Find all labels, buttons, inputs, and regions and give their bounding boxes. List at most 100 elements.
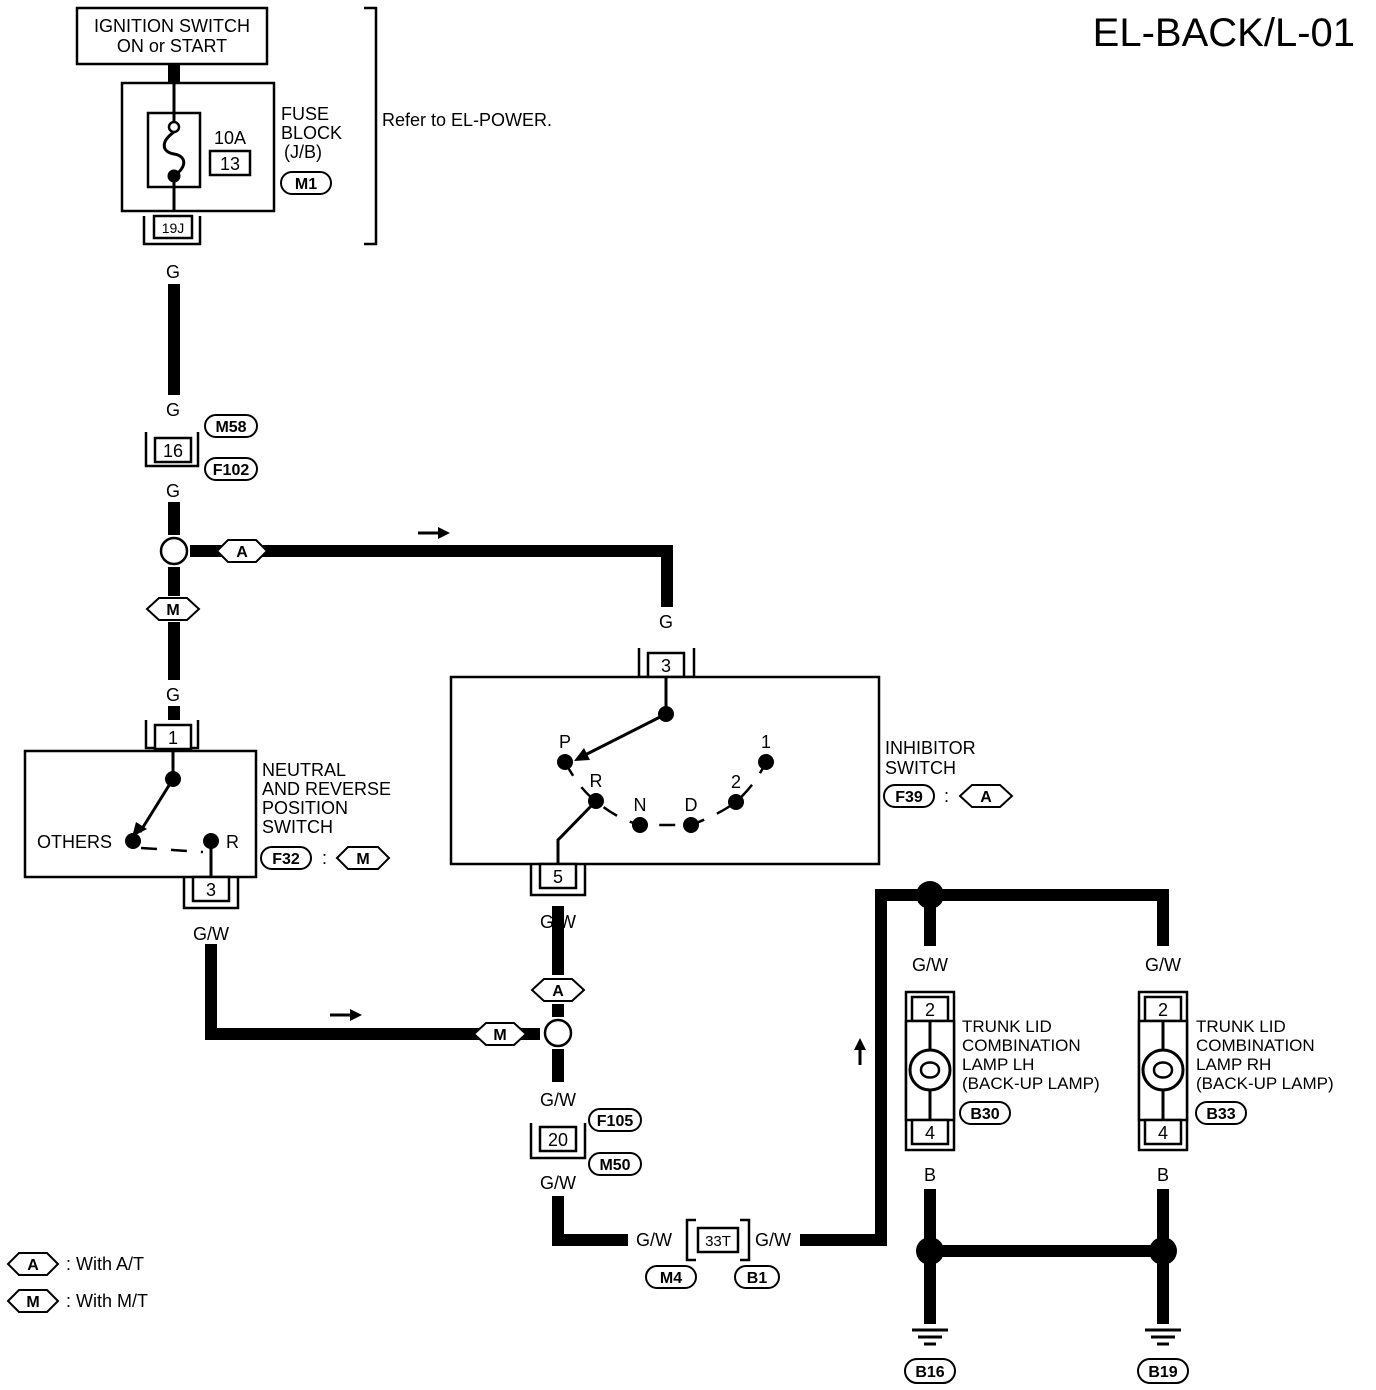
wire-color-gw-1: G/W (193, 924, 229, 944)
lamp-rh-pin-2: 2 (1158, 1000, 1168, 1020)
connector-id-f102: F102 (213, 462, 250, 479)
option-tag-a-upper: A (236, 544, 248, 561)
wire-color-gw-7: G/W (912, 955, 948, 975)
lamp-lh-connector-id: B30 (970, 1106, 999, 1123)
fuse-block-label-3: (J/B) (284, 142, 322, 162)
wire-color-b-2: B (1157, 1165, 1169, 1185)
inhibitor-pos-1: 1 (761, 732, 771, 752)
inhibitor-pos-r: R (590, 771, 603, 791)
lamp-lh (904, 990, 956, 1152)
splice-solid-top (916, 881, 944, 909)
wire-color-g-1: G (166, 262, 180, 282)
nrps-option-m: M (356, 851, 369, 868)
wire-color-b-4: B (1157, 1302, 1169, 1322)
lamp-rh (1137, 990, 1189, 1152)
inhibitor-pos-2: 2 (731, 772, 741, 792)
connector-20-terminal: 20 (548, 1130, 568, 1150)
legend-text-a: : With A/T (66, 1254, 144, 1274)
wire-color-gw-5: G/W (636, 1230, 672, 1250)
wire-color-g-2: G (166, 400, 180, 420)
wire-color-b-1: B (924, 1165, 936, 1185)
inhibitor-pos-p: P (559, 732, 571, 752)
bulb-icon (1141, 1048, 1185, 1092)
bulb-icon (908, 1048, 952, 1092)
splice-solid-ground-rh (1149, 1237, 1177, 1265)
inhibitor-switch: P R N D 2 1 (449, 675, 881, 868)
inhibitor-pos-d: D (685, 795, 698, 815)
connector-id-b1: B1 (747, 1270, 768, 1287)
legend: A : With A/T M : With M/T (6, 1252, 148, 1313)
legend-text-m: : With M/T (66, 1291, 148, 1311)
fuse-terminal-open (167, 120, 181, 134)
ignition-switch-label-1: IGNITION SWITCH (94, 16, 250, 36)
fuse-block-connector-id: M1 (295, 176, 317, 193)
page-title: EL-BACK/L-01 (1093, 11, 1355, 55)
lamp-rh-label-1: TRUNK LID (1196, 1017, 1286, 1036)
lamp-rh-label-4: (BACK-UP LAMP) (1196, 1074, 1334, 1093)
ignition-switch: IGNITION SWITCH ON or START (75, 6, 269, 66)
lamp-lh-pin-4: 4 (925, 1123, 935, 1143)
wire-color-gw-2: G/W (540, 912, 576, 932)
ignition-switch-label-2: ON or START (117, 36, 227, 56)
inhibitor-connector-id: F39 (895, 789, 923, 806)
ground-icon (1145, 1328, 1181, 1346)
wire-color-gw-8: G/W (1145, 955, 1181, 975)
lamp-lh-label-4: (BACK-UP LAMP) (962, 1074, 1100, 1093)
fuse-rating: 10A (214, 128, 246, 148)
inhibitor-label-2: SWITCH (885, 758, 956, 778)
legend-symbol-a: A (27, 1257, 39, 1274)
nrps-pos-others: OTHERS (37, 832, 112, 852)
ground-id-b16: B16 (915, 1364, 944, 1381)
inhibitor-option-a: A (980, 789, 992, 806)
nrps-colon: : (322, 848, 327, 868)
flow-arrow-icon (330, 1009, 362, 1021)
connector-16-terminal: 16 (163, 441, 183, 461)
nrps-label-1: NEUTRAL (262, 760, 346, 780)
nrps-label-4: SWITCH (262, 817, 333, 837)
nrps-pos-r: R (226, 832, 239, 852)
wire-color-g-4: G (166, 685, 180, 705)
wires (168, 64, 1169, 1324)
inhibitor-colon: : (944, 786, 949, 806)
fuse-terminal-19j: 19J (162, 220, 185, 236)
lamp-lh-label-3: LAMP LH (962, 1055, 1034, 1074)
nrps-connector-id: F32 (272, 851, 300, 868)
fuse-number: 13 (220, 154, 240, 174)
fuse-block: 10A 13 (120, 81, 276, 213)
inhibitor-terminal-5: 5 (553, 867, 563, 887)
splice-open-lower (543, 1018, 573, 1048)
lamp-rh-label-3: LAMP RH (1196, 1055, 1271, 1074)
ground-id-b19: B19 (1148, 1364, 1177, 1381)
lamp-lh-label-2: COMBINATION (962, 1036, 1081, 1055)
connector-id-m50: M50 (599, 1157, 630, 1174)
nrps-label-2: AND REVERSE (262, 779, 391, 799)
inhibitor-pos-n: N (634, 795, 647, 815)
wire-color-g-3: G (166, 481, 180, 501)
wire-color-g-5: G (659, 612, 673, 632)
ground-icon (912, 1328, 948, 1346)
option-tag-m-upper: M (166, 602, 179, 619)
inhibitor-label-1: INHIBITOR (885, 738, 976, 758)
nrps-label-3: POSITION (262, 798, 348, 818)
lamp-rh-connector-id: B33 (1206, 1106, 1235, 1123)
legend-symbol-m: M (26, 1294, 39, 1311)
wire-color-gw-3: G/W (540, 1090, 576, 1110)
nrps-terminal-3: 3 (206, 880, 216, 900)
connector-id-f105: F105 (597, 1113, 634, 1130)
nrps-terminal-1: 1 (168, 728, 178, 748)
wire-color-gw-6: G/W (755, 1230, 791, 1250)
wire-color-gw-4: G/W (540, 1173, 576, 1193)
option-tag-m-lower: M (493, 1027, 506, 1044)
lamp-lh-label-1: TRUNK LID (962, 1017, 1052, 1036)
refer-note: Refer to EL-POWER. (382, 110, 552, 130)
nrps-switch: OTHERS R (23, 749, 258, 879)
flow-arrow-icon (418, 527, 450, 539)
lamp-rh-label-2: COMBINATION (1196, 1036, 1315, 1055)
connector-33t-terminal: 33T (705, 1233, 731, 1250)
wire-color-b-3: B (924, 1302, 936, 1322)
lamp-rh-pin-4: 4 (1158, 1123, 1168, 1143)
fuse-block-label-2: BLOCK (281, 123, 342, 143)
connector-id-m58: M58 (215, 419, 246, 436)
connector-id-m4: M4 (660, 1270, 682, 1287)
